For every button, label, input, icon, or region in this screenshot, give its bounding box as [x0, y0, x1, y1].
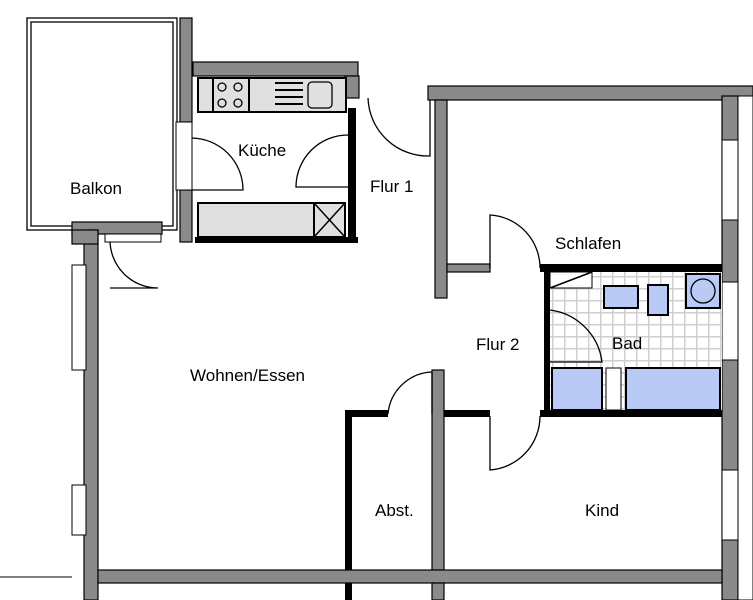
washing-machine-icon: [685, 273, 721, 309]
kitchen-window: [175, 121, 193, 191]
room-label-wohnen: Wohnen/Essen: [190, 366, 305, 385]
stove-icon: [212, 77, 250, 113]
fridge-icon: [313, 202, 346, 238]
outer-wall-right: [721, 95, 753, 600]
room-label-kind: Kind: [585, 501, 619, 520]
washbasin-icon: [603, 285, 639, 309]
inner-walls-lower: [97, 369, 723, 600]
drainer-icon: [275, 82, 303, 105]
room-label-bad: Bad: [612, 334, 642, 353]
toilet-icon: [647, 284, 669, 316]
kitchen: [175, 61, 360, 243]
balcony: [26, 17, 193, 243]
sink-icon: [307, 81, 333, 109]
door-kitchen-left: [191, 137, 244, 191]
door-kitchen: [295, 134, 349, 188]
room-label-abst: Abst.: [375, 501, 414, 520]
shower-icon: [551, 367, 603, 411]
bathroom: [544, 268, 722, 417]
balcony-door: [109, 239, 159, 289]
bathtub-icon: [625, 367, 721, 411]
kids-room-door: [489, 415, 541, 471]
room-label-schlafen: Schlafen: [555, 234, 621, 253]
entry-door: [367, 97, 431, 157]
bedroom-door: [489, 214, 541, 269]
bedroom-walls: [446, 214, 722, 273]
bathroom-door: [549, 309, 603, 363]
room-label-flur1: Flur 1: [370, 177, 413, 196]
outer-wall-left: [0, 229, 162, 600]
entry: [367, 85, 753, 299]
room-label-kueche: Küche: [238, 141, 286, 160]
room-label-flur2: Flur 2: [476, 335, 519, 354]
room-label-balkon: Balkon: [70, 179, 122, 198]
